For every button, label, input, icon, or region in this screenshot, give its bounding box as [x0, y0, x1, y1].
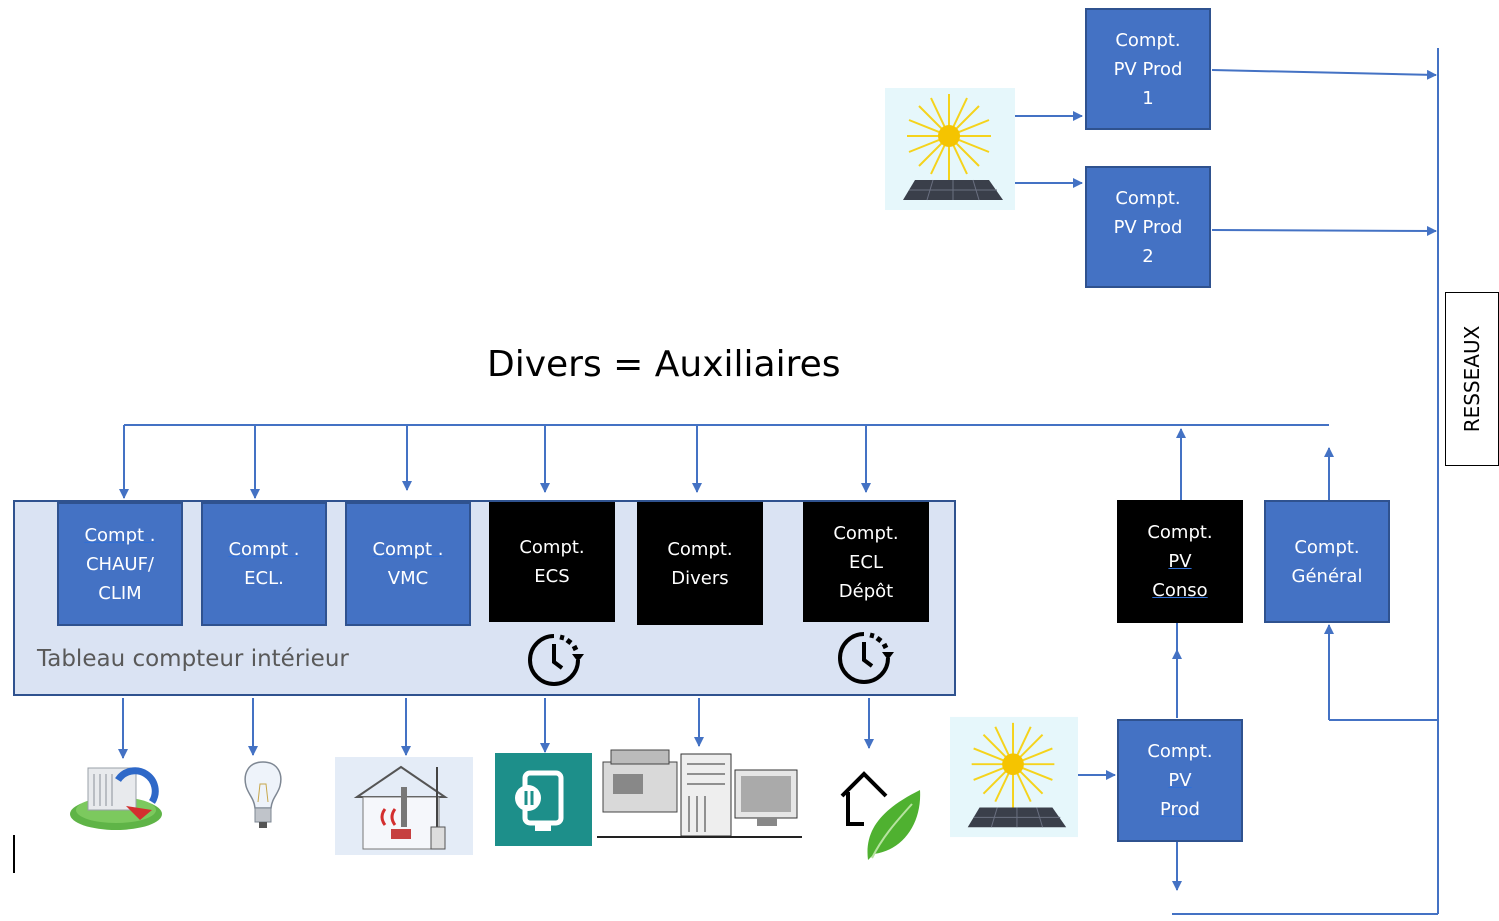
meter-line: PV Prod [1113, 216, 1183, 238]
meter-line: Général [1291, 565, 1363, 587]
meter-ecs: Compt. ECS [489, 502, 615, 622]
eco-house-icon [840, 771, 921, 860]
ventilated-house-icon [335, 757, 473, 855]
meter-line: Compt. [1147, 522, 1213, 543]
meter-line: PV Prod [1113, 58, 1183, 80]
meter-line: ECL [849, 551, 883, 573]
meter-line: Compt. [1147, 741, 1213, 762]
panel-label: Tableau compteur intérieur [37, 646, 349, 672]
meter-line: Conso [1152, 580, 1208, 601]
meter-line: Compt. [833, 522, 899, 544]
meter-line: 2 [1142, 245, 1154, 267]
meter-pv-prod-1: Compt. PV Prod 1 [1085, 8, 1211, 130]
meter-line: ECS [534, 566, 570, 587]
meter-line: PV [1168, 770, 1192, 791]
arrow-pvprod2-to-network [1211, 225, 1437, 236]
text-cursor [13, 835, 15, 873]
heat-pump-icon [70, 767, 162, 830]
light-bulb-icon [244, 761, 282, 828]
meter-line: Compt . [372, 539, 444, 560]
meter-pv-conso: Compt. PV Conso [1117, 500, 1243, 623]
meter-pv-prod: Compt. PV Prod [1117, 719, 1243, 842]
meter-line: Compt . [84, 524, 156, 546]
meter-ecl: Compt . ECL. [201, 502, 327, 626]
timer-clock-icon [528, 634, 584, 686]
meter-line: 1 [1142, 87, 1154, 109]
meter-line: Compt . [228, 539, 300, 560]
meter-line: Prod [1160, 799, 1200, 820]
meter-line: VMC [387, 568, 429, 589]
meter-line: Compt. [1115, 187, 1181, 209]
meter-line: Compt. [1115, 29, 1181, 51]
meter-line: CHAUF/ [85, 553, 154, 575]
meter-vmc: Compt . VMC [345, 502, 471, 626]
solar-panel-icon [950, 716, 1078, 838]
meter-divers: Compt. Divers [637, 502, 763, 625]
office-equipment-icon [597, 749, 802, 838]
timer-clock-icon [838, 632, 894, 684]
meter-line: Compt. [519, 537, 585, 558]
meter-line: CLIM [98, 582, 142, 604]
meter-line: Compt. [667, 538, 733, 560]
water-heater-icon [495, 753, 592, 846]
arrow-pvprod1-to-network [1211, 69, 1437, 80]
meter-general: Compt. Général [1264, 500, 1390, 623]
solar-panel-icon [885, 88, 1015, 210]
meter-line: ECL. [244, 568, 284, 589]
meter-chauf-clim: Compt . CHAUF/CLIM [57, 502, 183, 626]
meter-pv-prod-2: Compt. PV Prod 2 [1085, 166, 1211, 288]
network-label: RESSEAUX [1460, 325, 1484, 433]
diagram-subtitle: Divers = Auxiliaires [487, 344, 841, 385]
meter-line: PV [1168, 551, 1192, 572]
meter-line: Dépôt [838, 580, 894, 602]
meter-line: Divers [671, 567, 729, 589]
meter-line: Compt. [1294, 536, 1360, 558]
meter-ecl-depot: Compt. ECL Dépôt [803, 502, 929, 622]
